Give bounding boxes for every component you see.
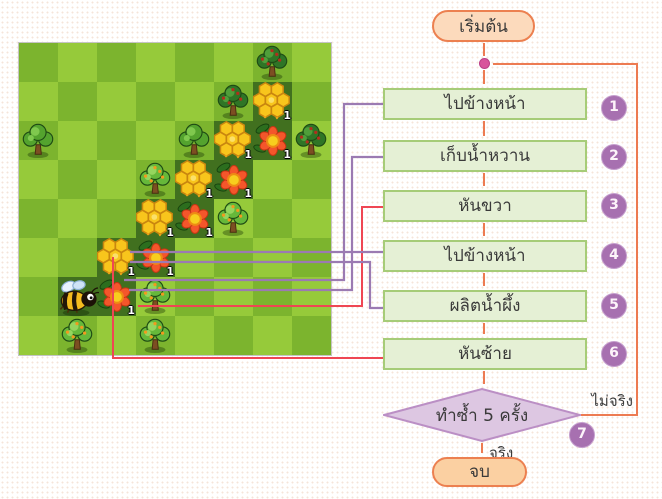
grid-cell	[175, 82, 214, 121]
grid-cell	[19, 43, 58, 82]
grid-cell	[253, 238, 292, 277]
end-terminal: จบ	[432, 457, 527, 487]
grid-cell	[292, 160, 331, 199]
start-label: เริ่มต้น	[459, 17, 508, 37]
grid-cell	[97, 316, 136, 355]
grid-cell	[253, 316, 292, 355]
step-number-6: 6	[601, 341, 627, 367]
grid-cell	[58, 82, 97, 121]
grid-cell	[214, 238, 253, 277]
grid-cell	[58, 121, 97, 160]
start-terminal: เริ่มต้น	[432, 10, 535, 42]
loopback-line	[493, 63, 638, 416]
step-4-label: ไปข้างหน้า	[444, 246, 526, 266]
grid-cell	[97, 82, 136, 121]
process-step-3: หันขวา	[383, 190, 587, 222]
process-step-6: หันซ้าย	[383, 338, 587, 370]
grid-cell	[97, 199, 136, 238]
grid-cell	[175, 238, 214, 277]
callout-step1-line	[124, 102, 383, 282]
false-branch-label: ไม่จริง	[591, 392, 633, 410]
grid-cell	[214, 43, 253, 82]
grid-cell	[253, 199, 292, 238]
grid-cell	[19, 277, 58, 316]
process-step-2: เก็บน้ำหวาน	[383, 140, 587, 172]
grid-cell	[175, 316, 214, 355]
grid-cell	[292, 316, 331, 355]
process-step-1: ไปข้างหน้า	[383, 88, 587, 120]
grid-cell	[136, 43, 175, 82]
grid-cell	[253, 160, 292, 199]
grid-cell	[19, 82, 58, 121]
grid-cell	[97, 43, 136, 82]
grid-cell	[292, 277, 331, 316]
grid-cell	[292, 82, 331, 121]
junction-dot	[479, 58, 490, 69]
grid-cell	[58, 238, 97, 277]
step-3-label: หันขวา	[458, 196, 512, 216]
grid-cell	[19, 316, 58, 355]
decision-label: ทำซ้ำ 5 ครั้ง	[435, 405, 529, 426]
step-number-7: 7	[569, 422, 595, 448]
grid-cell	[214, 316, 253, 355]
step-2-label: เก็บน้ำหวาน	[440, 146, 530, 166]
step-6-label: หันซ้าย	[458, 344, 512, 364]
grid-cell	[19, 238, 58, 277]
grid-cell	[97, 160, 136, 199]
grid-cell	[19, 199, 58, 238]
grid-cell	[253, 277, 292, 316]
end-label: จบ	[469, 462, 490, 482]
step-number-2: 2	[601, 144, 627, 170]
step-5-label: ผลิตน้ำผึ้ง	[449, 296, 521, 316]
callout-step3-line	[138, 206, 383, 307]
grid-cell	[292, 238, 331, 277]
grid-cell	[136, 121, 175, 160]
process-step-5: ผลิตน้ำผึ้ง	[383, 290, 587, 322]
diamond-shape	[380, 387, 584, 443]
decision-node: ทำซ้ำ 5 ครั้ง	[380, 387, 584, 443]
grid-cell	[214, 277, 253, 316]
step-number-5: 5	[601, 293, 627, 319]
callout-step6-line	[112, 257, 383, 359]
process-step-4: ไปข้างหน้า	[383, 240, 587, 272]
step-1-label: ไปข้างหน้า	[444, 94, 526, 114]
grid-cell	[292, 43, 331, 82]
grid-cell	[58, 43, 97, 82]
step-number-3: 3	[601, 193, 627, 219]
grid-cell	[97, 121, 136, 160]
grid-cell	[19, 160, 58, 199]
grid-cell	[58, 160, 97, 199]
grid-cell	[58, 199, 97, 238]
step-number-1: 1	[601, 95, 627, 121]
callout-step2-line	[129, 155, 383, 292]
step-number-4: 4	[601, 243, 627, 269]
grid-cell	[175, 43, 214, 82]
grid-cell	[175, 277, 214, 316]
callout-step5-line	[130, 260, 383, 310]
grid-cell	[136, 82, 175, 121]
grid-cell	[292, 199, 331, 238]
